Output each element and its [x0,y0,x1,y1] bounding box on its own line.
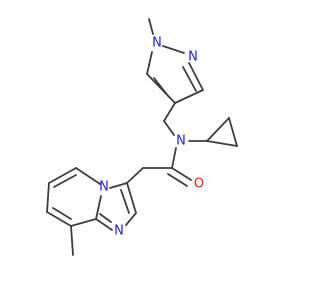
bond-c2-n1 [125,212,137,226]
bond-c3-c2-double [120,189,130,214]
bond-cyclopropyl-c [206,140,238,147]
bond-pyrazole-n-methyl [148,18,154,35]
atom-n-pyrazole-ring: N [188,50,198,65]
bond-c5-c6 [48,167,77,184]
bond-pyrazole-n2-c3 [188,62,204,91]
bond-n4-c3 [109,182,128,189]
bond-carbonyl-o [171,167,192,181]
bond-pyrazole-n1-n2 [162,45,185,54]
bond-carbonyl-o-double [167,173,188,187]
atom-o-carbonyl: O [194,177,204,192]
bond-cyclopropyl-b [228,117,238,147]
bond-c7-c8-double [52,207,72,220]
atom-n-imidazole: N [114,224,124,239]
bond-c6-c7 [46,182,50,213]
bond-ch2-n-amide [163,120,175,136]
bond-cyclopropyl-a [206,117,230,142]
molecule-drawing: N N N O N N [46,18,238,256]
bond-pyrazole-c3-c4 [174,89,204,104]
atom-n-bridgehead: N [99,180,109,195]
bond-n1-c8a [95,218,113,231]
bond-pyrazole-ch2 [163,102,176,122]
bond-pyrazole-n2-c3-double [182,66,197,92]
bond-c8a-n4 [95,195,102,220]
bond-pyrazole-c4-c5-double [153,77,170,98]
structure-svg: N N N O N N [46,18,238,256]
bond-c3-c2 [126,182,137,214]
bond-c7-c8 [46,211,72,227]
bond-n4-c5 [75,167,101,185]
bond-ch2-imidazopyridine [126,167,144,184]
bond-c8-c8a [70,218,97,227]
atom-n-amide: N [176,134,186,149]
bond-c5-c6-double [53,174,77,188]
bond-n-carbonyl-c [171,147,177,169]
bond-pyrazole-c5-n1 [146,51,153,75]
bond-n1-c8a-double [99,213,112,223]
bond-pyrazole-c4-c5 [146,73,176,104]
atom-n-pyrazole-methyl: N [152,36,162,51]
bond-c8-methyl [70,225,74,256]
